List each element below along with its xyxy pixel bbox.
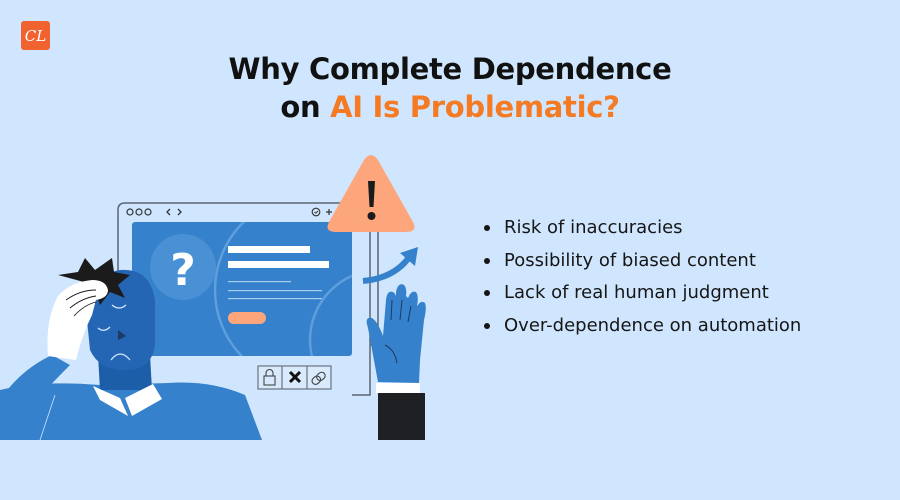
page-title: Why Complete Dependence on AI Is Problem… bbox=[0, 50, 900, 126]
title-line-2: on AI Is Problematic? bbox=[0, 88, 900, 126]
bullet-icon bbox=[484, 322, 490, 329]
lock-icon bbox=[263, 368, 276, 386]
content-panel: ? bbox=[132, 222, 352, 356]
close-x-icon bbox=[288, 370, 302, 384]
list-item-text: Risk of inaccuracies bbox=[504, 217, 683, 238]
list-item: Possibility of biased content bbox=[484, 245, 801, 278]
bullet-icon bbox=[484, 290, 490, 297]
stressed-person bbox=[0, 258, 262, 441]
check-circle-icon bbox=[311, 207, 321, 217]
title-line-1: Why Complete Dependence bbox=[228, 52, 672, 86]
title-prefix: on bbox=[280, 90, 331, 124]
list-item: Over-dependence on automation bbox=[484, 310, 801, 343]
forward-arrow-icon bbox=[177, 208, 182, 216]
bullet-icon bbox=[484, 257, 490, 264]
back-arrow-icon bbox=[166, 208, 171, 216]
bullet-icon bbox=[484, 225, 490, 232]
trend-arrow-icon bbox=[362, 247, 418, 284]
list-item-text: Over-dependence on automation bbox=[504, 314, 802, 336]
problem-list: Risk of inaccuracies Possibility of bias… bbox=[484, 212, 801, 342]
window-dots-icon bbox=[126, 208, 152, 216]
question-mark-icon: ? bbox=[170, 245, 196, 296]
raised-hand bbox=[366, 284, 426, 440]
plus-icon bbox=[326, 209, 332, 215]
list-item: Risk of inaccuracies bbox=[484, 212, 801, 245]
action-pill bbox=[228, 312, 266, 324]
brand-logo: CL bbox=[21, 21, 50, 50]
bottom-button-row bbox=[257, 365, 332, 390]
list-item: Lack of real human judgment bbox=[484, 277, 801, 310]
list-item-text: Possibility of biased content bbox=[504, 249, 756, 271]
link-icon bbox=[311, 371, 326, 385]
browser-window bbox=[117, 202, 371, 440]
title-accent: AI Is Problematic? bbox=[330, 90, 620, 124]
list-item-text: Lack of real human judgment bbox=[504, 282, 769, 303]
